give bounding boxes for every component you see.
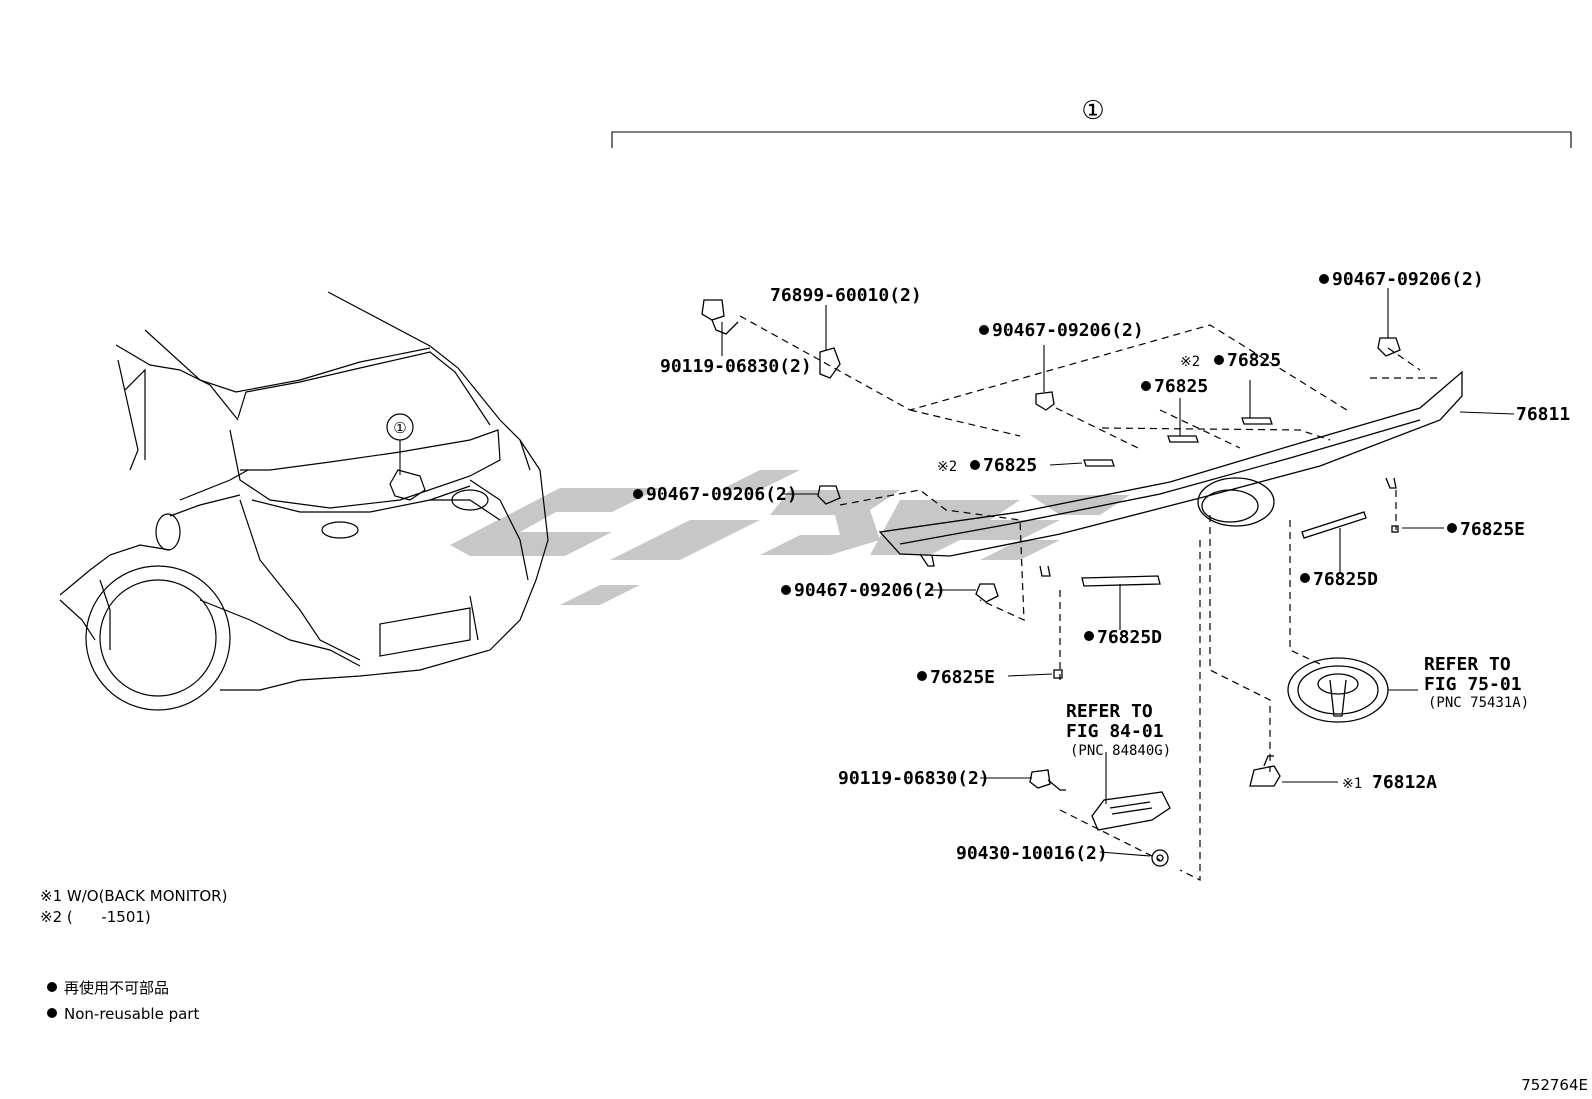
callout-90467-09206-b: 90467-09206(2) [1332, 269, 1484, 290]
callout-76812A: 76812A [1372, 772, 1437, 793]
refer-fig-84-01: REFER TO FIG 84-01 (PNC 84840G) [1066, 701, 1171, 759]
car-rear-view: ① [59, 291, 549, 711]
callout-90467-09206-c: 90467-09206(2) [646, 484, 798, 505]
figure-id: 752764E [1521, 1076, 1588, 1094]
car-callout: ① [393, 419, 406, 437]
spoiler-76811-shape [878, 370, 1463, 577]
callout-76825D-right: 76825D [1313, 569, 1378, 590]
mark-star2-b: ※2 [937, 459, 957, 475]
callout-76825D-left: 76825D [1097, 627, 1162, 648]
legend-en: Non-reusable part [64, 1005, 199, 1023]
refer-fig-75-01: REFER TO FIG 75-01 (PNC 75431A) [1424, 654, 1529, 711]
small-components [701, 299, 1401, 867]
assembly-callout: ① [1081, 96, 1104, 126]
mark-star1: ※1 [1342, 776, 1362, 792]
svg-text:REFER TO: REFER TO [1424, 654, 1511, 675]
callout-76825-a: 76825 [1227, 350, 1281, 371]
svg-text:FIG 84-01: FIG 84-01 [1066, 721, 1164, 742]
callout-76825-b: 76825 [1154, 376, 1208, 397]
svg-text:FIG 75-01: FIG 75-01 [1424, 674, 1522, 695]
callout-76825-c: 76825 [983, 455, 1037, 476]
svg-text:(PNC 75431A): (PNC 75431A) [1428, 695, 1529, 711]
leader-lines [721, 288, 1515, 857]
callout-90467-09206-d: 90467-09206(2) [794, 580, 946, 601]
non-reusable-dots [633, 274, 1457, 681]
callout-90467-09206-a: 90467-09206(2) [992, 320, 1144, 341]
callout-76899-60010: 76899-60010(2) [770, 285, 922, 306]
assembly-dashed-lines [739, 315, 1440, 881]
callout-76811: 76811 [1516, 404, 1570, 425]
legend-dot-jp [47, 982, 57, 992]
svg-text:(PNC 84840G): (PNC 84840G) [1070, 743, 1171, 759]
callout-90119-06830-bottom: 90119-06830(2) [838, 768, 990, 789]
callout-76825E-right: 76825E [1460, 519, 1525, 540]
legend-jp: 再使用不可部品 [64, 979, 169, 997]
note-star2: ※2 ( -1501) [40, 908, 151, 926]
callout-76825E-left: 76825E [930, 667, 995, 688]
note-star1: ※1 W/O(BACK MONITOR) [40, 887, 227, 905]
assembly-bracket: ① [611, 96, 1572, 148]
callout-90430-10016: 90430-10016(2) [956, 843, 1108, 864]
mark-star2-a: ※2 [1180, 354, 1200, 370]
callout-90119-06830-top: 90119-06830(2) [660, 356, 812, 377]
legend: 再使用不可部品 Non-reusable part [47, 979, 199, 1023]
legend-dot-en [47, 1008, 57, 1018]
svg-text:REFER TO: REFER TO [1066, 701, 1153, 722]
